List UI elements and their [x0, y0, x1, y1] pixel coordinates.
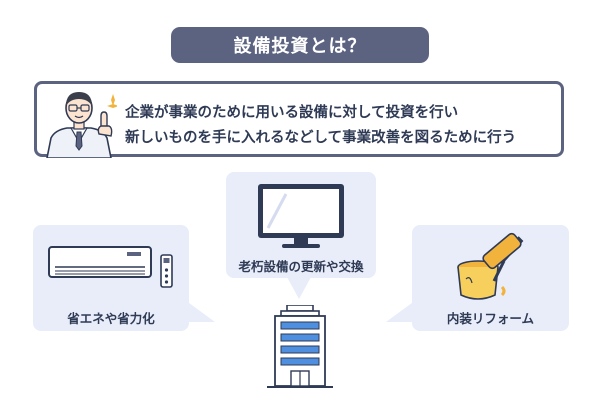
air-conditioner-icon	[48, 246, 173, 288]
bubble-tail-right	[386, 300, 416, 322]
bubble-tail-middle	[287, 277, 311, 299]
example-label-equipment-renewal: 老朽設備の更新や交換	[238, 259, 364, 274]
title-banner: 設備投資とは？	[171, 27, 429, 63]
bubble-tail-left	[185, 300, 215, 322]
page-title: 設備投資とは？	[233, 36, 367, 57]
example-bubble-interior-renovation: 内装リフォーム	[412, 225, 569, 331]
paint-bucket-roller-icon	[457, 232, 524, 300]
definition-line-2: 新しいものを手に入れるなどして事業改善を図るために行う	[125, 130, 517, 146]
office-building-icon	[267, 305, 333, 388]
monitor-icon	[258, 184, 344, 248]
definition-box: 企業が事業のために用いる設備に対して投資を行い 新しいものを手に入れるなどして事…	[34, 81, 564, 158]
businessman-icon	[46, 92, 117, 158]
definition-line-1: 企業が事業のために用いる設備に対して投資を行い	[125, 105, 459, 121]
example-bubble-equipment-renewal: 老朽設備の更新や交換	[226, 172, 376, 278]
example-bubble-energy-saving: 省エネや省力化	[33, 225, 189, 331]
example-label-interior-renovation: 内装リフォーム	[446, 311, 535, 326]
example-label-energy-saving: 省エネや省力化	[67, 311, 155, 326]
